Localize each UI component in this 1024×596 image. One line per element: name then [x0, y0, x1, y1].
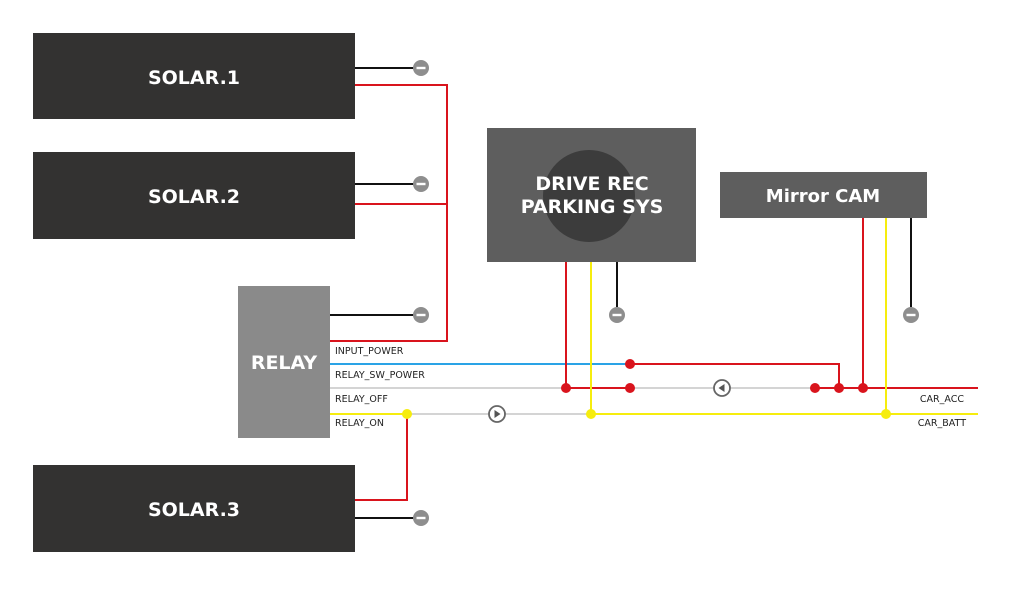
junction-dot	[834, 383, 844, 393]
ground-icon	[413, 176, 429, 192]
arrow-left-icon	[713, 379, 731, 397]
junction-dot	[561, 383, 571, 393]
solar3-red-lead	[355, 414, 408, 501]
port-label-relay-off: RELAY_OFF	[335, 394, 388, 405]
junction-dot	[402, 409, 412, 419]
relay-label: RELAY	[251, 352, 318, 374]
junction-dot	[810, 383, 820, 393]
solar2-panel: SOLAR.2	[33, 152, 355, 239]
relay-box	[238, 286, 330, 438]
mirror-cam-box	[720, 172, 927, 218]
ground-icon	[413, 60, 429, 76]
ground-symbols	[413, 60, 919, 526]
solar3-label: SOLAR.3	[148, 499, 240, 521]
junction-dot	[625, 359, 635, 369]
drive-rec-unit: DRIVE REC PARKING SYS	[487, 128, 696, 262]
junction-dot	[881, 409, 891, 419]
junction-dot	[625, 383, 635, 393]
ground-icon	[413, 307, 429, 323]
junction-dot	[586, 409, 596, 419]
solar1-panel: SOLAR.1	[33, 33, 355, 119]
terminal-label-car-acc: CAR_ACC	[920, 394, 964, 405]
junction-dot	[858, 383, 868, 393]
port-label-relay-on: RELAY_ON	[335, 418, 384, 429]
mirror-cam-label: Mirror CAM	[766, 186, 880, 207]
port-label-input-power: INPUT_POWER	[335, 346, 404, 357]
solar3-box	[33, 465, 355, 552]
drive-rec-title-line2: PARKING SYS	[521, 196, 664, 218]
solar-red-bus	[330, 84, 448, 342]
solar3-panel: SOLAR.3	[33, 465, 355, 552]
solar2-label: SOLAR.2	[148, 186, 240, 208]
ground-icon	[413, 510, 429, 526]
drive-rec-lens	[543, 150, 635, 242]
relay-module: RELAY	[238, 286, 330, 438]
relay-port-labels: INPUT_POWER RELAY_SW_POWER RELAY_OFF REL…	[335, 346, 425, 429]
solar1-label: SOLAR.1	[148, 67, 240, 89]
ground-icon	[609, 307, 625, 323]
junctions	[402, 359, 891, 419]
solar1-box	[33, 33, 355, 119]
drive-rec-title-line1: DRIVE REC	[535, 173, 648, 195]
solar2-box	[33, 152, 355, 239]
port-label-relay-sw-power: RELAY_SW_POWER	[335, 370, 425, 381]
ground-icon	[903, 307, 919, 323]
mirror-cam-unit: Mirror CAM	[720, 172, 927, 218]
terminal-label-car-batt: CAR_BATT	[918, 418, 966, 429]
sw-power-red-branch	[630, 363, 840, 388]
arrow-right-icon	[488, 405, 506, 423]
car-terminal-labels: CAR_ACC CAR_BATT	[918, 394, 966, 429]
